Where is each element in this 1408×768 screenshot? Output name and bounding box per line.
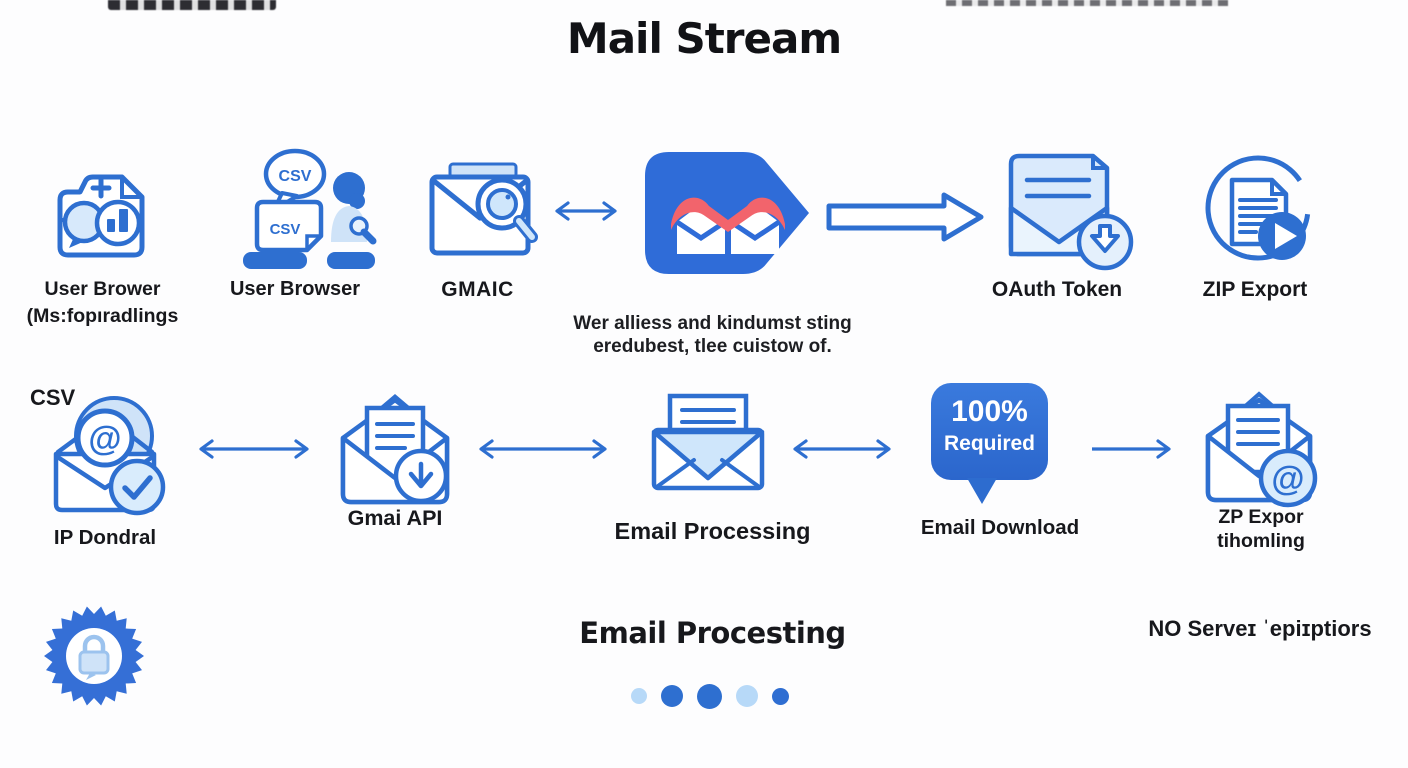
person-base bbox=[327, 252, 375, 269]
zp-export-label-line2: tihomling bbox=[1217, 530, 1305, 552]
badge-percent-text: 100% bbox=[951, 395, 1028, 428]
ip-dondral-label: IP Dondral bbox=[53, 526, 157, 549]
carousel-dots bbox=[600, 682, 820, 710]
zp-export-label: ZP Expor tihomling bbox=[1186, 505, 1336, 553]
envelope-letter-icon bbox=[651, 393, 765, 491]
top-edge-smudge-left bbox=[108, 0, 276, 10]
carousel-dot bbox=[661, 685, 683, 707]
gmaic-label: GMAIC bbox=[441, 278, 514, 301]
badge-required-text: Required bbox=[943, 432, 1035, 455]
footer-heading: Email Procesting bbox=[579, 616, 846, 650]
gmail-tag-icon bbox=[645, 152, 809, 274]
csv-laptop-person-icon: CSV CSV bbox=[243, 148, 377, 269]
csv-bubble-text: CSV bbox=[279, 168, 312, 185]
double-arrow-icon bbox=[555, 201, 617, 221]
carousel-dot bbox=[631, 688, 647, 704]
camera-chart-icon bbox=[57, 174, 145, 258]
user-browser-label: User Browser bbox=[229, 278, 361, 300]
carousel-dot bbox=[736, 685, 758, 707]
csv-overlay-label: CSV bbox=[30, 385, 76, 410]
footer-note: NO Serveɪ ˈepiɪptiors bbox=[1148, 616, 1372, 641]
csv-laptop-text: CSV bbox=[270, 221, 301, 238]
at-glyph: @ bbox=[1271, 460, 1304, 498]
carousel-dot bbox=[772, 687, 789, 705]
email-download-label: Email Download bbox=[920, 516, 1080, 539]
oauth-token-label: OAuth Token bbox=[991, 278, 1123, 301]
email-processing-label: Email Processing bbox=[614, 518, 811, 544]
top-edge-smudge-right bbox=[946, 0, 1228, 6]
laptop-base bbox=[243, 252, 307, 269]
at-glyph: @ bbox=[88, 420, 121, 458]
envelope-magnifier-icon bbox=[429, 162, 538, 256]
percent-required-badge: 100% Required bbox=[931, 383, 1048, 504]
double-arrow-icon bbox=[199, 439, 309, 459]
gmail-caption-line1: Wer alliess and kindumst sting bbox=[573, 313, 852, 334]
user-brower-label-line1: User Brower bbox=[44, 278, 161, 300]
envelope-at-icon: @ bbox=[1205, 391, 1318, 508]
envelope-letter-download-icon bbox=[340, 394, 450, 505]
carousel-dot bbox=[697, 683, 722, 709]
zp-export-label-line1: ZP Expor bbox=[1218, 506, 1304, 528]
document-envelope-download-icon bbox=[1008, 153, 1134, 271]
zip-export-label: ZIP Export bbox=[1202, 278, 1308, 301]
gmail-caption: Wer alliess and kindumst sting eredubest… bbox=[480, 312, 945, 358]
page-title: Mail Stream bbox=[566, 14, 842, 63]
double-arrow-icon bbox=[479, 439, 607, 459]
double-arrow-icon bbox=[793, 439, 891, 459]
document-play-circle-icon bbox=[1205, 155, 1311, 261]
envelope-at-check-icon: @ bbox=[53, 396, 166, 516]
user-brower-label-line2: (Ms:fopıradlings bbox=[26, 305, 179, 327]
gmail-caption-line2: eredubest, tlee cuistow of. bbox=[593, 336, 832, 357]
user-brower-label: User Brower (Ms:fopıradlings bbox=[0, 276, 205, 330]
right-arrow-icon bbox=[1092, 439, 1171, 459]
block-arrow-icon bbox=[826, 192, 984, 242]
gmai-api-label: Gmai API bbox=[347, 506, 443, 530]
seal-lock-badge-icon bbox=[44, 606, 144, 706]
